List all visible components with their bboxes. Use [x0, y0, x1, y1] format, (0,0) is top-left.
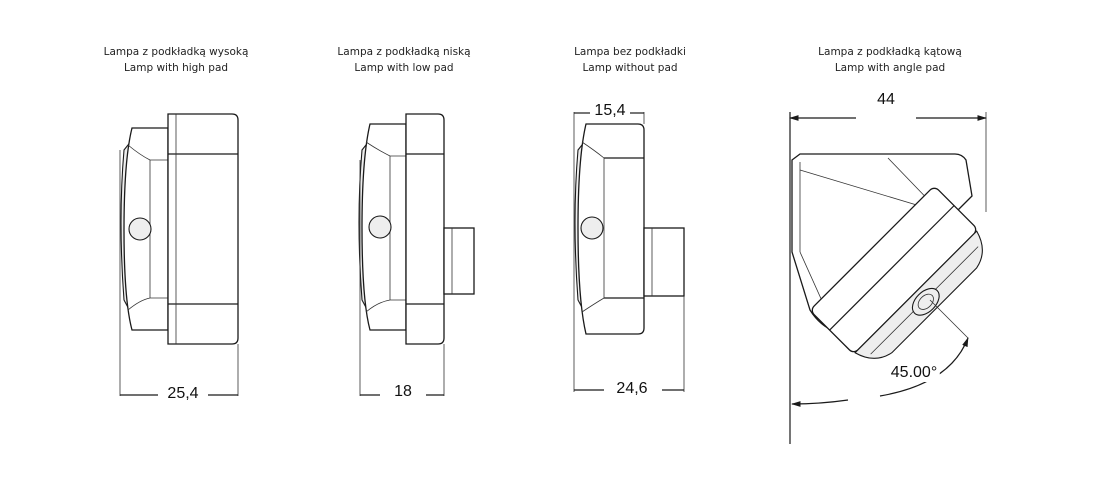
caption-angle-pad-en: Lamp with angle pad [834, 62, 946, 74]
caption-high-pad-en: Lamp with high pad [123, 62, 229, 74]
caption-without-pad-pl: Lampa bez podkładki [574, 46, 686, 58]
caption-without-pad-en: Lamp without pad [582, 62, 678, 74]
caption-low-pad: Lampa z podkładką niską Lamp with low pa… [337, 44, 470, 76]
dimension-angle-pad-width: 44 [874, 91, 898, 109]
lamp-without-pad-drawing [573, 112, 685, 392]
caption-angle-pad-pl: Lampa z podkładką kątową [818, 46, 962, 58]
lamp-angle-pad-drawing [789, 112, 987, 444]
caption-low-pad-pl: Lampa z podkładką niską [337, 46, 471, 58]
dimension-high-pad-width: 25,4 [164, 385, 202, 403]
caption-without-pad: Lampa bez podkładki Lamp without pad [574, 44, 686, 76]
dimension-angle-value: 45.00° [887, 364, 941, 382]
lamp-high-pad-drawing [119, 113, 239, 396]
caption-low-pad-en: Lamp with low pad [354, 62, 454, 74]
lamp-low-pad-drawing [358, 113, 475, 396]
caption-high-pad-pl: Lampa z podkładką wysoką [103, 46, 249, 58]
dimension-without-pad-width: 24,6 [613, 380, 651, 398]
dimension-without-pad-top: 15,4 [591, 102, 629, 120]
caption-angle-pad: Lampa z podkładką kątową Lamp with angle… [818, 44, 962, 76]
caption-high-pad: Lampa z podkładką wysoką Lamp with high … [104, 44, 249, 76]
dimension-low-pad-width: 18 [391, 383, 415, 401]
